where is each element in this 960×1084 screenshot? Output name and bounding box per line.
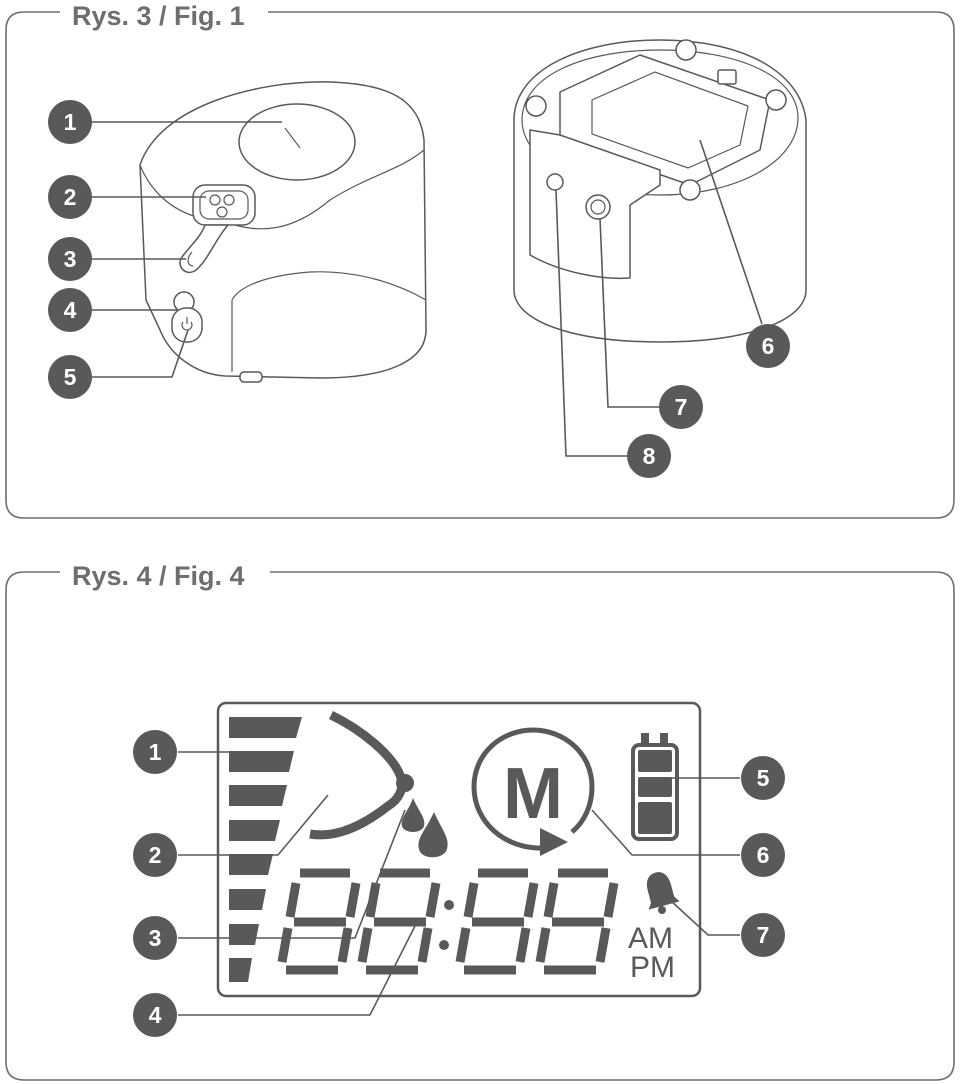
foot-4 <box>679 179 701 201</box>
top-cover-button <box>238 103 356 181</box>
callout-4-5: 5 <box>741 756 785 800</box>
clock-digits <box>277 868 619 975</box>
callout-4-2: 2 <box>133 833 177 877</box>
drop-icon <box>401 798 425 832</box>
svg-text:8: 8 <box>643 443 656 469</box>
foot-3 <box>765 89 787 111</box>
colon-dot <box>439 940 449 950</box>
svg-text:2: 2 <box>149 842 162 868</box>
svg-text:2: 2 <box>64 184 77 210</box>
mode-m-icon: M <box>471 727 595 856</box>
callout-1-4: 4 <box>48 288 92 332</box>
svg-text:7: 7 <box>757 922 770 948</box>
svg-text:4: 4 <box>149 1002 162 1028</box>
svg-text:6: 6 <box>757 842 770 868</box>
callout-4-7: 7 <box>741 913 785 957</box>
svg-text:7: 7 <box>675 394 688 420</box>
callout-1-5: 5 <box>48 355 92 399</box>
svg-text:5: 5 <box>64 364 77 390</box>
svg-text:5: 5 <box>757 765 770 791</box>
mode-letter: M <box>503 754 563 834</box>
svg-text:3: 3 <box>64 246 77 272</box>
callout-1-2: 2 <box>48 175 92 219</box>
figure-4-title: Rys. 4 / Fig. 4 <box>72 561 245 591</box>
power-button <box>171 307 203 343</box>
figure-1-title: Rys. 3 / Fig. 1 <box>72 1 245 31</box>
digit-2 <box>357 868 441 975</box>
callout-1-8: 8 <box>627 434 671 478</box>
pump-front-view <box>139 81 427 383</box>
expression-button <box>179 224 229 274</box>
callout-1-6: 6 <box>746 324 790 368</box>
callout-1-7: 7 <box>659 385 703 429</box>
figure-4-leaders <box>178 751 740 1016</box>
foot-2 <box>525 95 547 117</box>
callout-1-3: 3 <box>48 237 92 281</box>
callout-4-4: 4 <box>133 993 177 1037</box>
callout-4-1: 1 <box>133 730 177 774</box>
colon-dot <box>444 900 454 910</box>
pump-rear-view <box>513 39 807 343</box>
battery-icon <box>631 733 679 841</box>
digit-4 <box>535 868 619 975</box>
pm-label: PM <box>630 951 675 984</box>
svg-text:6: 6 <box>762 333 775 359</box>
figure-1-panel: Rys. 3 / Fig. 1 <box>5 1 955 519</box>
foot-1 <box>675 39 697 61</box>
svg-text:1: 1 <box>64 109 77 135</box>
digit-1 <box>277 868 361 975</box>
port-small <box>546 173 564 191</box>
drop-icon <box>418 812 448 858</box>
suction-level-bars <box>229 717 302 982</box>
callout-4-3: 3 <box>133 916 177 960</box>
svg-text:3: 3 <box>149 925 162 951</box>
svg-text:4: 4 <box>64 297 77 323</box>
port-large <box>585 194 611 220</box>
figure-4-panel: Rys. 4 / Fig. 4 M <box>5 561 955 1081</box>
breast-icon <box>309 710 414 840</box>
figure-1-leaders <box>92 121 763 457</box>
callout-1-1: 1 <box>48 100 92 144</box>
svg-text:1: 1 <box>149 739 162 765</box>
am-label: AM <box>628 922 673 955</box>
digit-3 <box>455 868 539 975</box>
callout-4-6: 6 <box>741 833 785 877</box>
